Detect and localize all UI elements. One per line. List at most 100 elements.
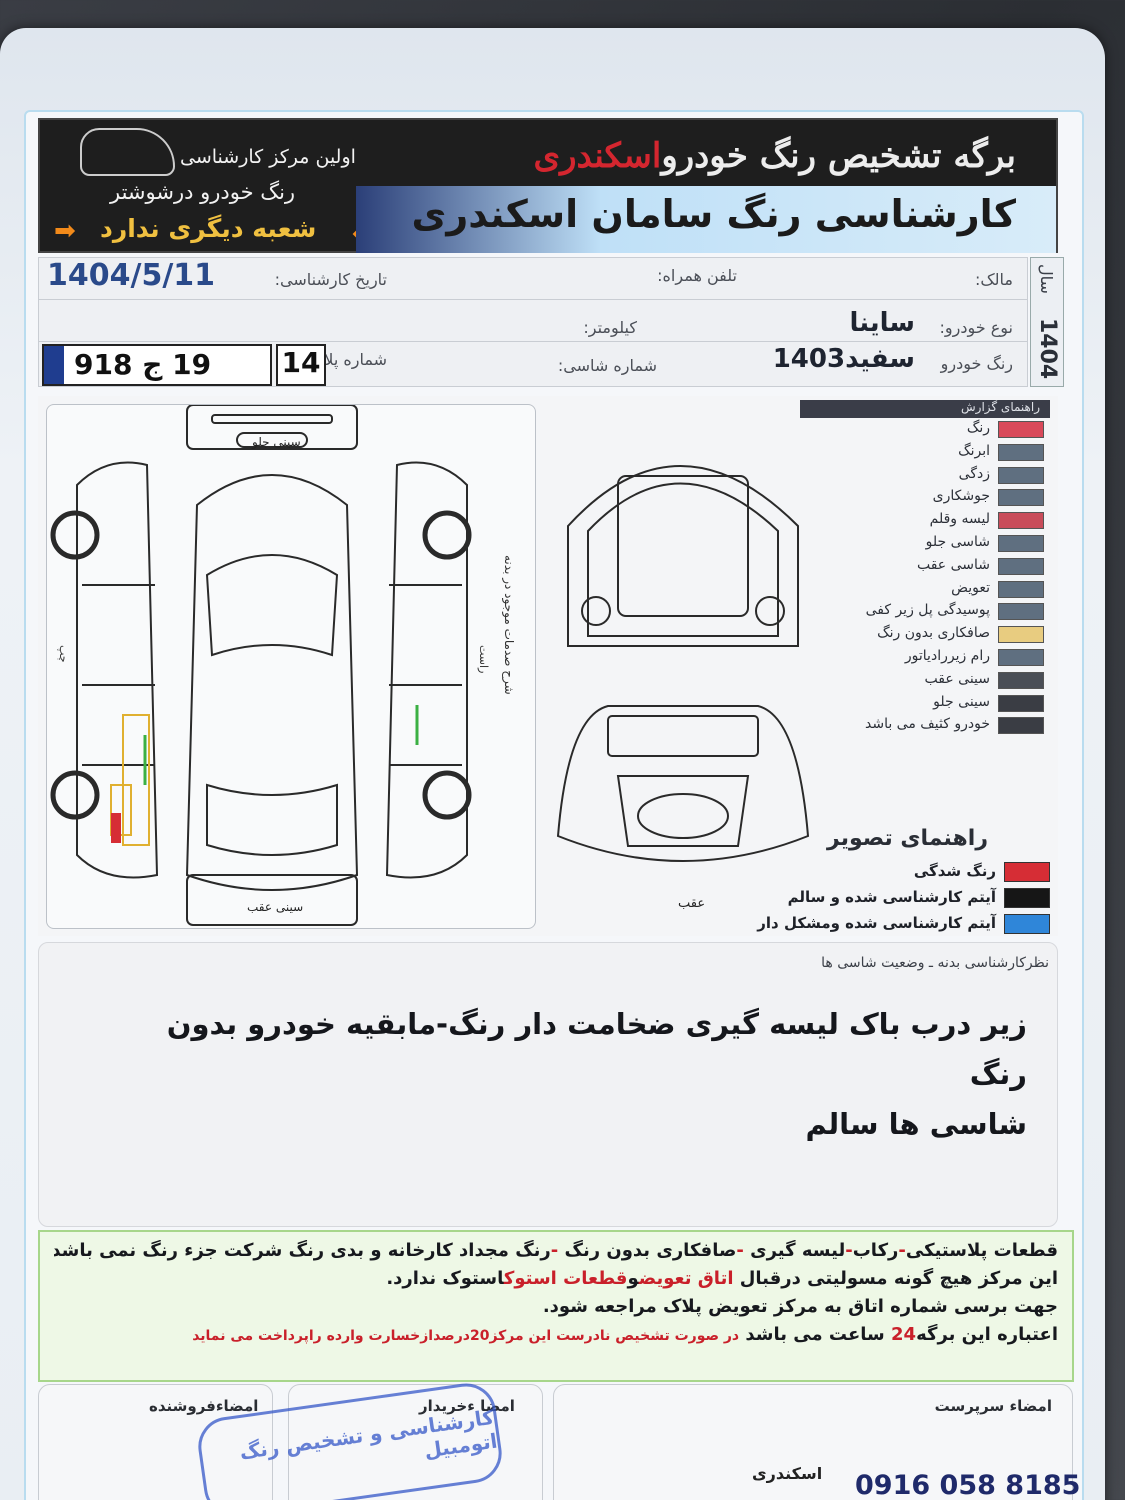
info-row-2: نوع خودرو: ساینا کیلومتر:	[39, 300, 1027, 342]
legend-swatch	[998, 626, 1044, 644]
year-box: سال 1404	[1030, 257, 1064, 387]
legend-label: پوسیدگی پل زیر کفی	[865, 602, 990, 619]
legend-label: تعویض	[951, 579, 990, 596]
notice-line3: جهت برسی شماره اتاق به مرکز تعویض پلاک م…	[542, 1296, 1058, 1317]
legend-swatch	[998, 534, 1044, 552]
legend-item: صافکاری بدون رنگ	[800, 623, 1050, 646]
legend-label: لیسه وقلم	[929, 511, 990, 528]
car-outline-icon	[50, 404, 472, 926]
header-title: برگه تشخیص رنگ خودرواسکندری	[533, 136, 1016, 176]
legend-label: زدگی	[958, 465, 990, 482]
legend-swatch	[998, 717, 1044, 735]
damage-note-label: شرح صدمات موجود در بدنه	[502, 555, 516, 695]
comments-label: نظرکارشناسی بدنه ـ وضعیت شاسی ها	[821, 955, 1049, 971]
legend-item: رام زیررادیاتور	[800, 646, 1050, 669]
buyer-signature-label: امضا ءخریدار	[419, 1397, 515, 1415]
header-left-line1: اولین مرکز کارشناسی	[180, 146, 356, 168]
header-left-line3: شعبه دیگری ندارد	[100, 214, 317, 243]
phone-label: تلفن همراه:	[657, 266, 737, 285]
legend-item: رنگ	[800, 418, 1050, 441]
car-diagram-area: سینی جلو سینی عقب چپ راست شرح صدمات موجو…	[38, 396, 1058, 936]
legend-item: جوشکاری	[800, 486, 1050, 509]
rear-tray-label: سینی عقب	[247, 900, 304, 914]
legend-header: راهنمای گزارش	[800, 400, 1050, 418]
legend-swatch	[998, 671, 1044, 689]
date-value: 1404/5/11	[47, 258, 216, 293]
seller-signature-label: امضاءفروشنده	[149, 1397, 259, 1415]
seller-signature-box: امضاءفروشنده	[38, 1384, 273, 1500]
legend-swatch	[998, 421, 1044, 438]
notice-line1: قطعات پلاستیکی-رکاب-لیسه گیری -صافکاری ب…	[54, 1240, 1058, 1261]
guide-item: رنگ شدگی	[490, 860, 1050, 884]
legend-swatch	[998, 489, 1044, 507]
legend-label: ابرنگ	[958, 442, 990, 459]
supervisor-name: اسکندری	[752, 1464, 823, 1483]
plate-label: شماره پلاک	[309, 350, 387, 369]
inspection-sheet: برگه تشخیص رنگ خودرواسکندری اولین مرکز ک…	[24, 110, 1084, 1500]
legend-item: سینی جلو	[800, 692, 1050, 715]
date-label: تاریخ کارشناسی:	[274, 270, 387, 289]
year-value: 1404	[1035, 318, 1060, 380]
legend-swatch	[998, 512, 1044, 530]
legend-label: خودرو کثیف می باشد	[864, 716, 990, 733]
left-side-label: چپ	[57, 645, 70, 663]
car-top-view-panel: سینی جلو سینی عقب چپ راست شرح صدمات موجو…	[46, 404, 536, 929]
legend-label: شاسی عقب	[916, 556, 990, 573]
comments-line2: شاسی ها سالم	[805, 1107, 1028, 1141]
plate-number: 19 ج 918	[74, 348, 212, 381]
legend-item: شاسی عقب	[800, 555, 1050, 578]
image-guide-title: راهنمای تصویر	[827, 826, 988, 851]
legend-swatch	[998, 603, 1044, 621]
car-logo-icon	[80, 128, 175, 176]
legend-label: صافکاری بدون رنگ	[877, 625, 990, 642]
report-legend: راهنمای گزارش رنگ ابرنگ زدگی جوشکاری لیسه وق…	[800, 400, 1050, 737]
legend-label: شاسی جلو	[925, 533, 990, 550]
guide-label: آیتم کارشناسی شده ومشکل دار	[757, 914, 996, 932]
owner-label: مالک:	[974, 270, 1013, 289]
guide-label: رنگ شدگی	[913, 862, 996, 880]
license-plate: 19 ج 918	[42, 344, 272, 386]
plate-flag-strip	[44, 346, 64, 384]
front-tray-label: سینی جلو	[252, 435, 301, 449]
header-left-line2: رنگ خودرو درشوشتر	[110, 180, 296, 204]
legend-label: رام زیررادیاتور	[904, 647, 990, 664]
guide-swatch	[1004, 862, 1050, 882]
legend-label: سینی جلو	[933, 693, 990, 710]
legend-swatch	[998, 443, 1044, 461]
guide-item: آیتم کارشناسی شده ومشکل دار	[490, 912, 1050, 936]
notice-line4: اعتباره این برگه24 ساعت می باشد در صورت …	[192, 1324, 1058, 1345]
color-value: سفید1403	[772, 344, 915, 374]
legend-swatch	[998, 694, 1044, 712]
legend-swatch	[998, 557, 1044, 575]
color-label: رنگ خودرو	[940, 354, 1013, 373]
supervisor-phone: 0916 058 8185	[855, 1470, 1081, 1500]
stamp-text: کارشناسی و تشخیص رنگ اتومبیل	[238, 1404, 499, 1465]
legend-item: خودرو کثیف می باشد	[800, 714, 1050, 737]
legend-items: رنگ ابرنگ زدگی جوشکاری لیسه وقلم شاسی جلو شاسی…	[800, 418, 1050, 737]
terms-notice: قطعات پلاستیکی-رکاب-لیسه گیری -صافکاری ب…	[38, 1230, 1074, 1382]
legend-label: سینی عقب	[924, 670, 990, 687]
legend-swatch	[998, 648, 1044, 666]
legend-swatch	[998, 466, 1044, 484]
info-row-3: رنگ خودرو سفید1403 شماره شاسی: شماره پلا…	[39, 342, 1027, 384]
plate-code: 14	[276, 344, 326, 386]
header-subtitle-band: کارشناسی رنگ سامان اسکندری	[356, 186, 1056, 253]
expert-comments-box: نظرکارشناسی بدنه ـ وضعیت شاسی ها زیر درب…	[38, 942, 1058, 1227]
info-row-1: مالک: تلفن همراه: تاریخ کارشناسی: 1404/5…	[39, 258, 1027, 300]
guide-swatch	[1004, 914, 1050, 934]
comments-line1: زیر درب باک لیسه گیری ضخامت دار رنگ-مابق…	[166, 1007, 1027, 1091]
legend-label: جوشکاری	[932, 488, 990, 505]
supervisor-signature-box: امضاء سرپرست	[553, 1384, 1073, 1500]
header-subtitle: کارشناسی رنگ سامان اسکندری	[411, 192, 1016, 236]
legend-label: رنگ	[966, 420, 990, 436]
car-front-rear-outline-icon	[556, 465, 810, 862]
km-label: کیلومتر:	[583, 318, 637, 337]
supervisor-signature-label: امضاء سرپرست	[934, 1397, 1052, 1415]
car-type-value: ساینا	[849, 308, 915, 338]
arrow-right-icon: ➡	[54, 216, 76, 246]
legend-item: ابرنگ	[800, 441, 1050, 464]
signature-section: امضاءفروشنده امضا ءخریدار امضاء سرپرست	[38, 1384, 1074, 1500]
legend-item: تعویض	[800, 578, 1050, 601]
legend-item: زدگی	[800, 464, 1050, 487]
header-banner: برگه تشخیص رنگ خودرواسکندری اولین مرکز ک…	[38, 118, 1058, 253]
